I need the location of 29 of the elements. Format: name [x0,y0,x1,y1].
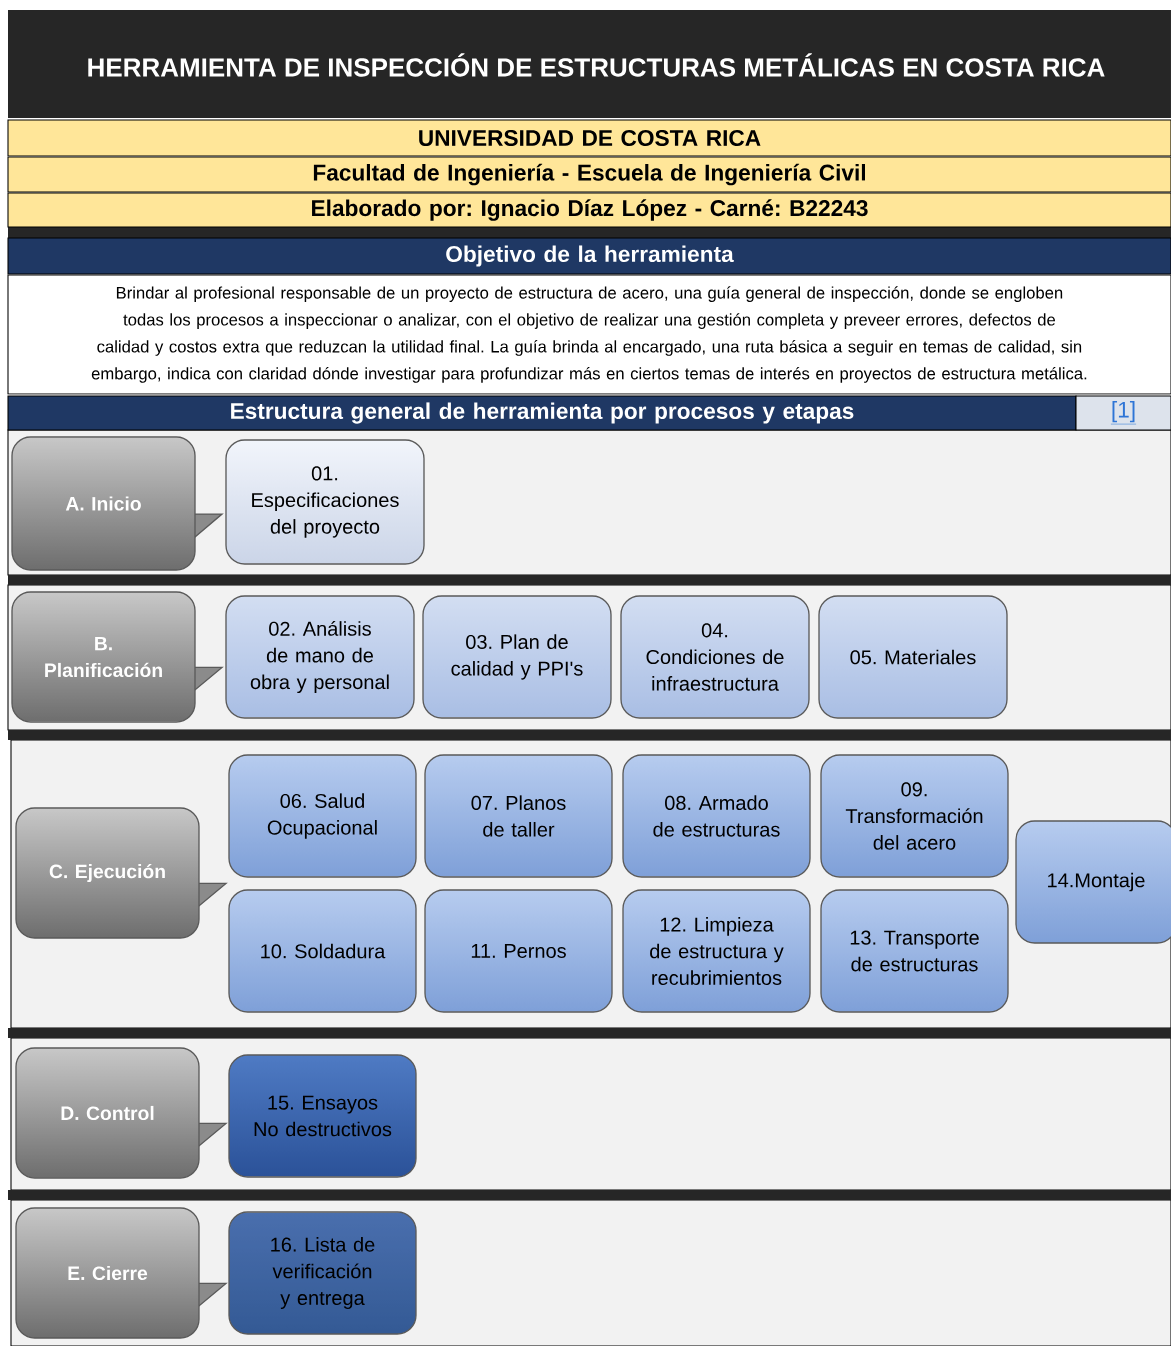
band: UNIVERSIDAD DE COSTA RICA [7,119,1171,157]
process-box: 09. Transformación del acero [820,754,1009,878]
process-box: 14.Montaje [1015,820,1171,944]
process-box: 01. Especificaciones del proyecto [225,439,425,565]
process-box: 02. Análisis de mano de obra y personal [225,595,415,719]
reference-cell: [1] [1075,395,1171,431]
process-box: 05. Materiales [818,595,1008,719]
paragraph-box: Brindar al profesional responsable de un proyecto de estructura de acero, una guía general de inspección, donde se engloben todas los procesos a inspeccionar o analizar, con el objetivo de realizar una gestión completa y preveer errores, defectos de calidad y costos extra que reduzcan la utilidad final. La guía brinda al encargado, una ruta básica a seguir en temas de calidad, sin embargo, indica con claridad dónde investigar para profundizar más en ciertos temas de interés en proyectos de estructura metálica. [7,274,1171,395]
band: Estructura general de herramienta por procesos y etapas [7,395,1077,431]
process-box: 04. Condiciones de infraestructura [620,595,810,719]
process-box: 06. Salud Ocupacional [228,754,417,878]
band: Elaborado por: Ignacio Díaz López - Carné: B22243 [7,192,1171,228]
stage-callout: D. Control [15,1047,228,1179]
diagram-title: HERRAMIENTA DE INSPECCIÓN DE ESTRUCTURAS METÁLICAS EN COSTA RICA [88,53,1105,77]
stage-callout: B. Planificación [11,591,224,723]
process-box: 08. Armado de estructuras [622,754,811,878]
process-box: 15. Ensayos No destructivos [228,1054,417,1178]
process-box: 07. Planos de taller [424,754,613,878]
stage-callout: C. Ejecución [15,807,228,939]
band: Facultad de Ingeniería - Escuela de Ingeniería Civil [7,156,1171,193]
band: Objetivo de la herramienta [7,237,1171,275]
process-box: 12. Limpieza de estructura y recubrimientos [622,889,811,1013]
stage-callout: E. Cierre [15,1207,228,1339]
stage-callout: A. Inicio [11,436,224,571]
process-box: 13. Transporte de estructuras [820,889,1009,1013]
process-box: 10. Soldadura [228,889,417,1013]
process-box: 11. Pernos [424,889,613,1013]
process-box: 16. Lista de verificación y entrega [228,1211,417,1335]
process-box: 03. Plan de calidad y PPI's [422,595,612,719]
